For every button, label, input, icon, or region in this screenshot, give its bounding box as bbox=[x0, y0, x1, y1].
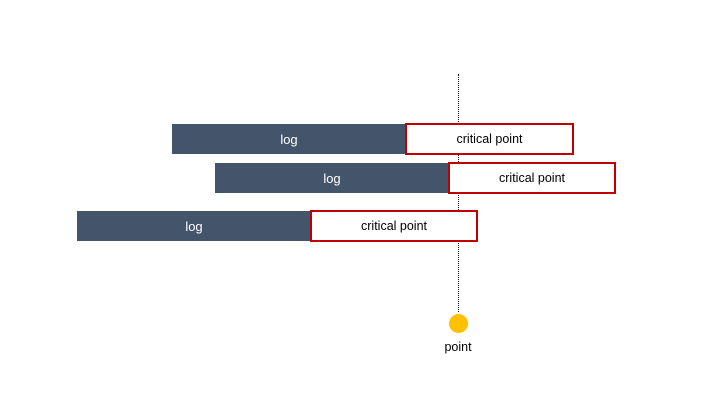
log-bar-3: log bbox=[77, 211, 311, 241]
critical-point-box-3: critical point bbox=[310, 210, 478, 242]
point-marker-dot bbox=[449, 314, 468, 333]
log-bar-label: log bbox=[323, 170, 341, 186]
critical-point-label: critical point bbox=[456, 132, 523, 146]
log-bar-1: log bbox=[172, 124, 406, 154]
point-marker-label: point bbox=[444, 340, 472, 354]
log-bar-label: log bbox=[280, 131, 298, 147]
critical-point-label: critical point bbox=[361, 219, 427, 233]
critical-point-box-2: critical point bbox=[448, 162, 616, 194]
critical-point-box-1: critical point bbox=[405, 123, 574, 155]
log-bar-label: log bbox=[185, 218, 203, 234]
critical-point-label: critical point bbox=[499, 171, 565, 185]
log-bar-2: log bbox=[215, 163, 449, 193]
